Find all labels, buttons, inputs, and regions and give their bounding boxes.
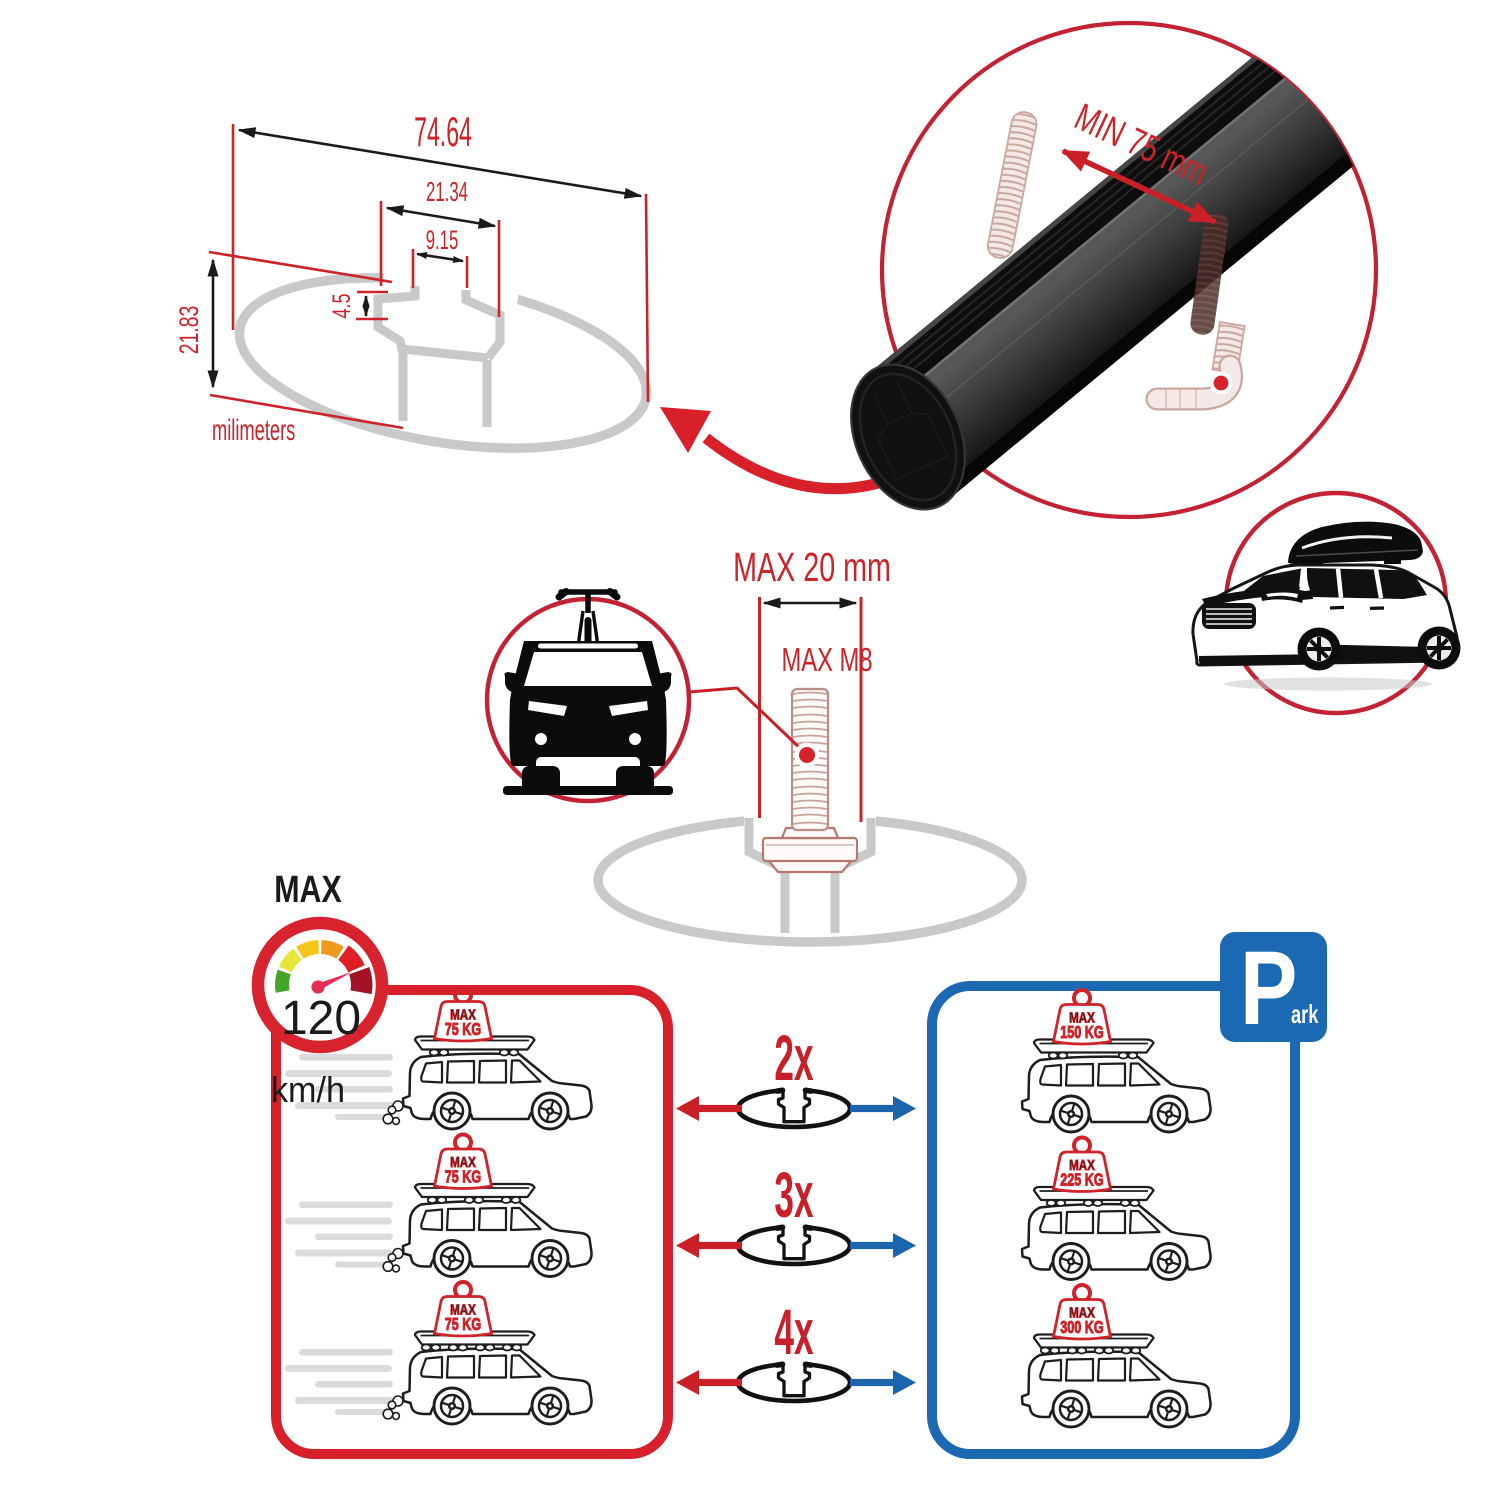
parked-car: MAX 150 KG [1020, 988, 1212, 1134]
units-label: milimeters [212, 415, 295, 448]
parking-sign: P ark [1220, 930, 1327, 1047]
gauge-pivot [311, 980, 325, 994]
parking-sign-letter: P [1240, 930, 1297, 1047]
roof-load-weight-icon: MAX 75 KG [432, 985, 494, 1043]
total-width-label: 74.64 [414, 109, 472, 156]
u-bolt-front-rod [1145, 213, 1246, 411]
closeup-circle [879, 20, 1379, 520]
driving-load-panel: MAX 75 KG MAX 75 KG MAX 75 KG [271, 985, 673, 1459]
crossbar-end-cap [850, 363, 966, 511]
max-depth-label: MAX 20 mm [733, 545, 891, 590]
crossbar-profile-icon [738, 1360, 850, 1402]
crossbar-closeup: MIN 75 mm [660, 20, 1379, 520]
suv-wheel-rear [1417, 626, 1461, 670]
crossbar-3d-render [850, 23, 1376, 511]
gauge-arc [275, 940, 373, 995]
arrow-left-icon [676, 1096, 742, 1121]
gauge-segment [349, 967, 373, 995]
t-bolt [761, 687, 859, 874]
load-value-label: 75 KG [445, 1168, 481, 1188]
conversion-row: 2x [676, 1022, 916, 1127]
max-bolt-label: MAX M8 [781, 642, 872, 679]
speed-value-label: 120 [281, 992, 361, 1045]
load-value-label: 75 KG [445, 1315, 481, 1335]
roof-load-weight-icon: MAX 75 KG [432, 1132, 494, 1191]
parked-car: MAX 300 KG [1020, 1283, 1212, 1429]
speed-unit-label: km/h [271, 1070, 345, 1110]
u-bolt-rear-rod [986, 111, 1038, 259]
load-value-label: 225 KG [1060, 1171, 1103, 1191]
arrow-left-icon [676, 1233, 742, 1258]
load-value-label: 75 KG [445, 1020, 481, 1040]
conversion-row: 4x [676, 1296, 916, 1401]
moving-car: MAX 75 KG [285, 1280, 593, 1426]
load-max-label: MAX [450, 1154, 476, 1171]
suv-roofbox-vignette [1191, 490, 1461, 716]
mounting-detail: MAX 20 mm MAX M8 [484, 545, 1027, 947]
speed-limit-gauge: MAX 120 km/h [251, 869, 389, 1110]
slot-depth-label: 4.5 [327, 293, 356, 318]
arrow-right-icon [850, 1370, 916, 1395]
multiplier-label: 4x [774, 1296, 813, 1368]
gauge-needle [316, 971, 353, 991]
suv-roofbox-icon [1191, 521, 1461, 691]
pivot-dot [1213, 375, 1229, 391]
pointer-dot [799, 747, 815, 763]
cross-section-diagram: 74.64 21.34 9.15 4.5 21.83 milimeters [174, 109, 652, 453]
load-max-label: MAX [1069, 1157, 1095, 1174]
load-value-label: 150 KG [1060, 1023, 1103, 1043]
max-depth-dimension: MAX 20 mm MAX M8 [733, 545, 891, 822]
gauge-segment [278, 948, 302, 973]
arrow-left-icon [676, 1370, 742, 1395]
dimension-labels: 74.64 21.34 9.15 4.5 21.83 milimeters [174, 109, 472, 447]
crossbar-profile-icon [738, 1086, 850, 1128]
moving-car: MAX 75 KG [285, 985, 593, 1131]
roof-box-icon [1288, 521, 1423, 564]
gauge-segment [296, 940, 319, 959]
parking-sign-suffix: ark [1291, 1000, 1319, 1029]
zoom-arrow-head [660, 407, 711, 453]
gauge-segment [338, 945, 365, 973]
channel-width-label: 21.34 [426, 176, 468, 208]
load-value-label: 300 KG [1060, 1318, 1103, 1338]
suv-wheel-front [1297, 627, 1341, 671]
load-max-label: MAX [1069, 1009, 1095, 1026]
profile-outline [234, 267, 652, 453]
speed-max-label: MAX [274, 869, 342, 911]
arrow-right-icon [850, 1096, 916, 1121]
roof-load-weight-icon: MAX 150 KG [1051, 988, 1113, 1046]
roof-load-weight-icon: MAX 225 KG [1051, 1135, 1113, 1194]
crossbar-profile-icon [738, 1223, 850, 1265]
parked-car: MAX 225 KG [1020, 1135, 1212, 1281]
parked-load-panel: MAX 150 KG MAX 225 KG MAX 300 KG P ark [927, 930, 1327, 1459]
load-max-label: MAX [450, 1301, 476, 1318]
gauge-segment [321, 940, 344, 959]
load-max-label: MAX [450, 1006, 476, 1023]
arrow-right-icon [850, 1233, 916, 1258]
parking-sign-plate [1220, 932, 1327, 1042]
crossbar-count-conversions: 2x 3x 4x [676, 1022, 916, 1401]
bike-car-vignette [484, 588, 820, 804]
dimension-lines [207, 124, 650, 430]
slot-width-label: 9.15 [426, 225, 459, 255]
gauge-segment [275, 969, 291, 993]
conversion-row: 3x [676, 1159, 916, 1264]
multiplier-label: 3x [774, 1159, 813, 1231]
load-max-label: MAX [1069, 1304, 1095, 1321]
multiplier-label: 2x [774, 1022, 813, 1094]
roof-load-weight-icon: MAX 300 KG [1051, 1283, 1113, 1341]
roof-load-weight-icon: MAX 75 KG [432, 1280, 494, 1338]
moving-car: MAX 75 KG [285, 1132, 593, 1278]
pointer-line [688, 686, 805, 753]
total-height-label: 21.83 [174, 306, 204, 355]
car-front-bike-icon [503, 588, 673, 795]
